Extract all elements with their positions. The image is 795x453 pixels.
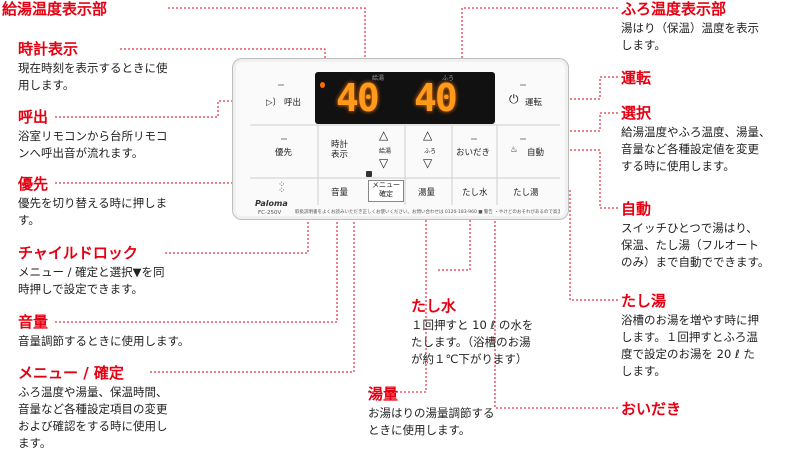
clock-desc: 現在時刻を表示するときに使 用します。 (18, 60, 168, 94)
tashimizu-desc-line: が約１℃下がります） (411, 352, 528, 366)
furo-small-label: ふろ (424, 148, 437, 155)
power-icon: ⏻ (509, 92, 519, 106)
clock-button[interactable]: 時計 表示 (331, 140, 348, 160)
speaker-icon: ⁘⁘ (278, 180, 286, 196)
unten-title: 運転 (621, 69, 652, 87)
menu-desc-line: 音量など各種設定項目の変更 (18, 402, 168, 416)
kyuto-up-arrow-icon[interactable]: △ (379, 128, 389, 142)
menu-desc: ふろ温度や湯量、保温時間、 音量など各種設定項目の変更 および確認をする時に使用… (18, 384, 168, 452)
tashimizu-desc-line: １回押すと 10 ℓ の水を (411, 318, 534, 332)
jido-title: 自動 (621, 200, 652, 218)
yobidashi-button[interactable]: 呼出 (284, 98, 302, 108)
yusen-desc-line: す。 (18, 213, 40, 227)
display-label-kyuto: 給湯 (372, 75, 385, 82)
volume-desc: 音量調節するときに使用します。 (18, 333, 189, 350)
yuryo-desc-line: ときに使用します。 (368, 423, 471, 437)
temperature-display (315, 72, 495, 124)
tashiyu-title: たし湯 (621, 292, 667, 310)
yobidashi-desc-line: 浴室リモコンから台所リモコ (18, 129, 168, 143)
display-label-furo: ふろ (442, 75, 455, 82)
menu-label-1: メニュー (372, 181, 400, 189)
menu-desc-line: および確認をする時に使用し (18, 419, 168, 433)
warning-strip: 取扱説明書をよくお読みいただき正しくお使いください。お問い合わせは 0120-1… (295, 210, 560, 215)
brand-logo: Paloma (255, 199, 288, 208)
yobidashi-icon: ▷〕 (266, 98, 282, 108)
jido-desc: スイッチひとつで湯はり、 保温、たし湯（フルオート のみ）まで自動でできます。 (621, 220, 769, 271)
volume-button[interactable]: 音量 (331, 188, 349, 198)
tashiyu-desc-line: します。１回押すとふろ温 (621, 330, 758, 344)
yobidashi-led (278, 84, 284, 86)
tashiyu-desc-line: します。 (621, 364, 666, 378)
sentaku-title: 選択 (621, 104, 652, 122)
flame-indicator (320, 82, 325, 88)
child-lock-desc: メニュー / 確定と選択▼を同 時押しで設定できます。 (18, 264, 165, 298)
jido-desc-line: のみ）まで自動でできます。 (621, 255, 770, 269)
tashimizu-button[interactable]: たし水 (462, 188, 488, 198)
menu-title: メニュー / 確定 (18, 364, 124, 382)
sentaku-desc: 給湯温度やふろ温度、湯量、 音量など各種設定値を変更 する時に使用します。 (621, 124, 771, 175)
clock-label-2: 表示 (331, 150, 349, 160)
yobidashi-desc: 浴室リモコンから台所リモコ ンへ呼出音が流れます。 (18, 128, 168, 162)
sentaku-desc-line: する時に使用します。 (621, 159, 735, 173)
yusen-desc: 優先を切り替える時に押しま す。 (18, 195, 167, 229)
furo-display-desc: 湯はり（保温）温度を表示 します。 (621, 20, 759, 54)
tashimizu-desc: １回押すと 10 ℓ の水を たします。（浴槽のお湯 が約１℃下がります） (411, 317, 533, 368)
furo-display-title: ふろ温度表示部 (621, 0, 727, 18)
yuryo-desc: お湯はりの湯量調節する ときに使用します。 (368, 405, 495, 439)
furo-display-desc-line: します。 (621, 38, 666, 52)
sentaku-desc-line: 音量など各種設定値を変更 (621, 142, 759, 156)
jido-desc-line: 保温、たし湯（フルオート (621, 238, 759, 252)
tashiyu-desc: 浴槽のお湯を増やす時に押 します。１回押すとふろ温 度で設定のお湯を 20 ℓ … (621, 312, 759, 380)
lock-icon (366, 171, 372, 177)
tashimizu-title: たし水 (411, 297, 457, 315)
unten-button[interactable]: 運転 (525, 98, 543, 108)
sentaku-desc-line: 給湯温度やふろ温度、湯量、 (621, 125, 771, 139)
kyuto-small-label: 給湯 (379, 148, 392, 155)
yusen-button[interactable]: 優先 (275, 148, 293, 158)
furo-down-arrow-icon[interactable]: ▽ (423, 156, 433, 170)
volume-desc-line: 音量調節するときに使用します。 (18, 334, 190, 348)
tashiyu-button[interactable]: たし湯 (513, 188, 539, 198)
tashimizu-desc-line: たします。（浴槽のお湯 (411, 335, 531, 349)
child-lock-desc-line: メニュー / 確定と選択▼を同 (18, 265, 165, 279)
clock-desc-line: 用します。 (18, 78, 75, 92)
oidaki-led (471, 138, 477, 140)
kyuto-display-title: 給湯温度表示部 (2, 0, 108, 18)
child-lock-title: チャイルドロック (18, 244, 138, 262)
yusen-led (281, 138, 287, 140)
menu-button[interactable]: メニュー 確定 (368, 180, 404, 202)
tashiyu-desc-line: 度で設定のお湯を 20 ℓ た (621, 347, 755, 361)
oidaki-button[interactable]: おいだき (456, 148, 491, 158)
menu-desc-line: ふろ温度や湯量、保温時間、 (18, 385, 168, 399)
oidaki-title: おいだき (621, 400, 682, 418)
clock-label-1: 時計 (331, 140, 349, 150)
tashiyu-desc-line: 浴槽のお湯を増やす時に押 (621, 313, 759, 327)
jido-desc-line: スイッチひとつで湯はり、 (621, 221, 758, 235)
clock-desc-line: 現在時刻を表示するときに使 (18, 61, 168, 75)
unten-led (520, 84, 526, 86)
furo-temp-digits: 40 (414, 76, 458, 120)
yuryo-desc-line: お湯はりの湯量調節する (368, 406, 495, 420)
furo-up-arrow-icon[interactable]: △ (423, 128, 433, 142)
menu-label-2: 確定 (379, 190, 393, 198)
yusen-title: 優先 (18, 175, 49, 193)
furo-display-desc-line: 湯はり（保温）温度を表示 (621, 21, 759, 35)
clock-title: 時計表示 (18, 40, 79, 58)
yusen-desc-line: 優先を切り替える時に押しま (18, 196, 168, 210)
yobidashi-title: 呼出 (18, 108, 49, 126)
bath-icon: ♨ (510, 145, 518, 155)
model-number: FC-250V (258, 210, 282, 216)
yuryo-button[interactable]: 湯量 (418, 188, 436, 198)
volume-title: 音量 (18, 313, 49, 331)
jido-button[interactable]: 自動 (527, 148, 545, 158)
child-lock-desc-line: 時押しで設定できます。 (18, 282, 144, 296)
jido-led (520, 138, 526, 140)
kyuto-down-arrow-icon[interactable]: ▽ (379, 156, 389, 170)
menu-desc-line: ます。 (18, 436, 52, 450)
yobidashi-desc-line: ンへ呼出音が流れます。 (18, 146, 144, 160)
kyuto-temp-digits: 40 (336, 76, 380, 120)
yuryo-title: 湯量 (368, 385, 399, 403)
